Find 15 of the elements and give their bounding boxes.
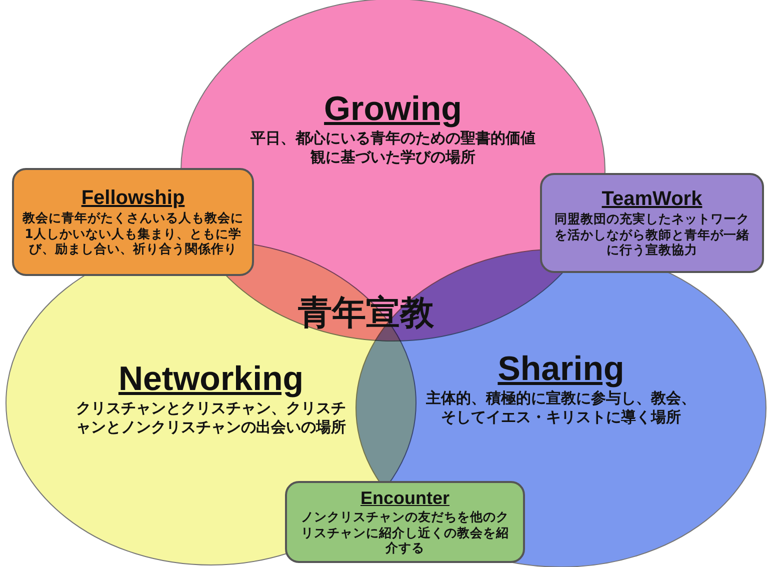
node-description: 主体的、積極的に宣教に参与し、教会、そしてイエス・キリストに導く場所 — [425, 389, 697, 426]
node-heading: Growing — [324, 90, 462, 129]
node-description: ノンクリスチャンの友だちを他のクリスチャンに紹介し近くの教会を紹介する — [300, 509, 510, 556]
node-heading: Sharing — [498, 350, 624, 389]
node-heading: Networking — [118, 360, 304, 399]
node-description: 同盟教団の充実したネットワークを活かしながら教師と青年が一緒に行う宣教協力 — [554, 211, 750, 258]
teamwork-box — [540, 173, 764, 273]
node-heading: Encounter — [360, 488, 450, 510]
node-heading: TeamWork — [602, 188, 702, 212]
node-description: 平日、都心にいる青年のための聖書的価値観に基づいた学びの場所 — [250, 129, 536, 166]
node-description: 教会に青年がたくさんいる人も教会に1人しかいない人も集まり、ともに学び、励まし合い、祈り合う関係作り — [22, 210, 244, 257]
fellowship-box — [12, 168, 254, 276]
encounter-box — [285, 481, 525, 563]
node-heading: Fellowship — [81, 187, 185, 210]
node-description: クリスチャンとクリスチャン、クリスチャンとノンクリスチャンの出会いの場所 — [76, 399, 346, 436]
